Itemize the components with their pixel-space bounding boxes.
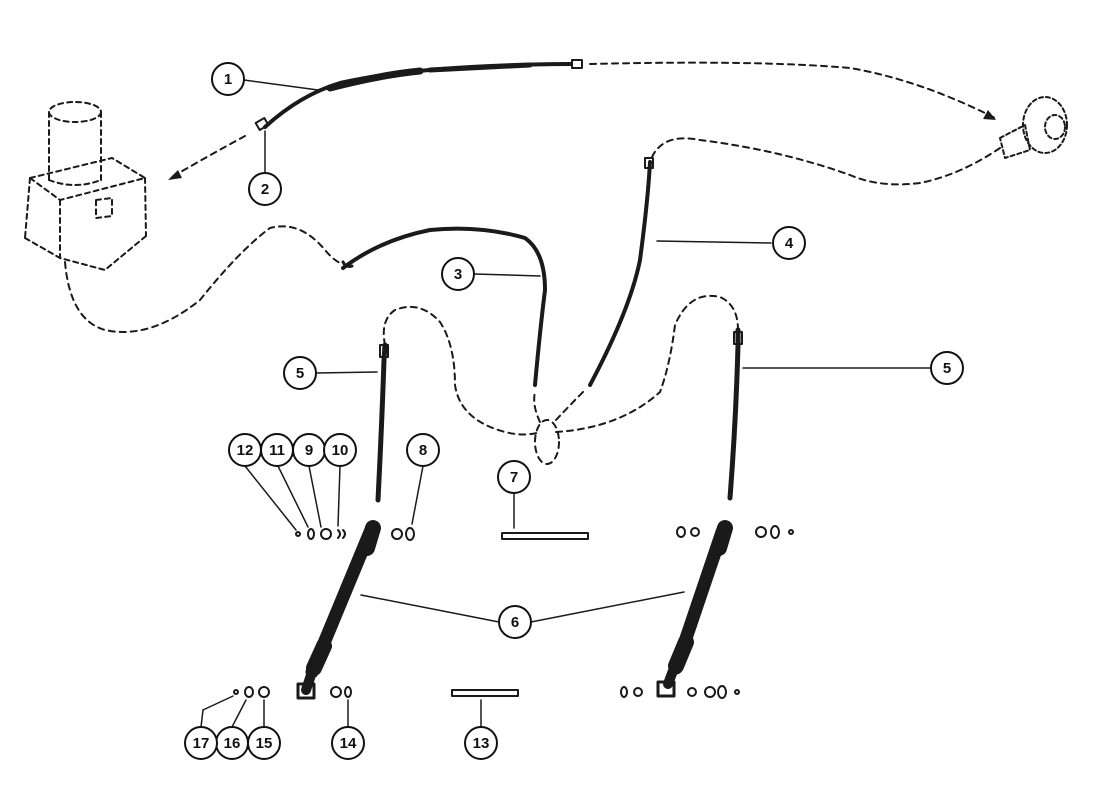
callout-17: 17 <box>184 726 218 760</box>
callout-9-label: 9 <box>305 442 313 459</box>
callout-16-label: 16 <box>224 735 241 752</box>
callout-5-right-label: 5 <box>943 360 951 377</box>
callout-1: 1 <box>211 62 245 96</box>
callout-13: 13 <box>464 726 498 760</box>
callout-6: 6 <box>498 605 532 639</box>
routing-dashed-lines <box>64 61 1001 465</box>
helm-fitting <box>999 96 1068 159</box>
callout-11: 11 <box>260 433 294 467</box>
callout-8: 8 <box>406 433 440 467</box>
callout-5-right: 5 <box>930 351 964 385</box>
cylinder-6-left <box>296 520 381 700</box>
callout-12: 12 <box>228 433 262 467</box>
callout-9: 9 <box>292 433 326 467</box>
callout-5-left: 5 <box>283 356 317 390</box>
callout-15: 15 <box>247 726 281 760</box>
callout-10-label: 10 <box>332 442 349 459</box>
pump-reservoir <box>24 101 147 271</box>
callout-4-label: 4 <box>785 235 794 252</box>
callout-14-label: 14 <box>340 735 357 752</box>
callout-2-label: 2 <box>261 181 269 198</box>
callout-6-label: 6 <box>511 614 519 631</box>
leader-lines <box>200 79 932 728</box>
callout-3: 3 <box>441 257 475 291</box>
callout-14: 14 <box>331 726 365 760</box>
small-hardware <box>233 525 794 699</box>
hose-4 <box>588 157 654 387</box>
callout-5-left-label: 5 <box>296 365 304 382</box>
callout-8-label: 8 <box>419 442 427 459</box>
callout-11-label: 11 <box>269 442 285 459</box>
pin-7 <box>501 532 589 540</box>
cylinder-6-right <box>656 520 733 698</box>
hose-5-left <box>375 342 389 503</box>
callout-4: 4 <box>772 226 806 260</box>
callout-2: 2 <box>248 172 282 206</box>
callout-15-label: 15 <box>256 735 273 752</box>
callout-12-label: 12 <box>237 442 254 459</box>
arrowheads <box>168 110 996 180</box>
callout-16: 16 <box>215 726 249 760</box>
callout-1-label: 1 <box>224 71 232 88</box>
callout-17-label: 17 <box>193 735 210 752</box>
callout-7-label: 7 <box>510 469 518 486</box>
callout-7: 7 <box>497 460 531 494</box>
callout-10: 10 <box>323 433 357 467</box>
callout-13-label: 13 <box>473 735 490 752</box>
hose-3 <box>341 226 547 387</box>
fitting-2 <box>254 117 270 131</box>
callout-3-label: 3 <box>454 266 462 283</box>
hose-5-right <box>727 327 743 501</box>
hose-1 <box>263 59 583 129</box>
pin-13 <box>451 689 519 697</box>
